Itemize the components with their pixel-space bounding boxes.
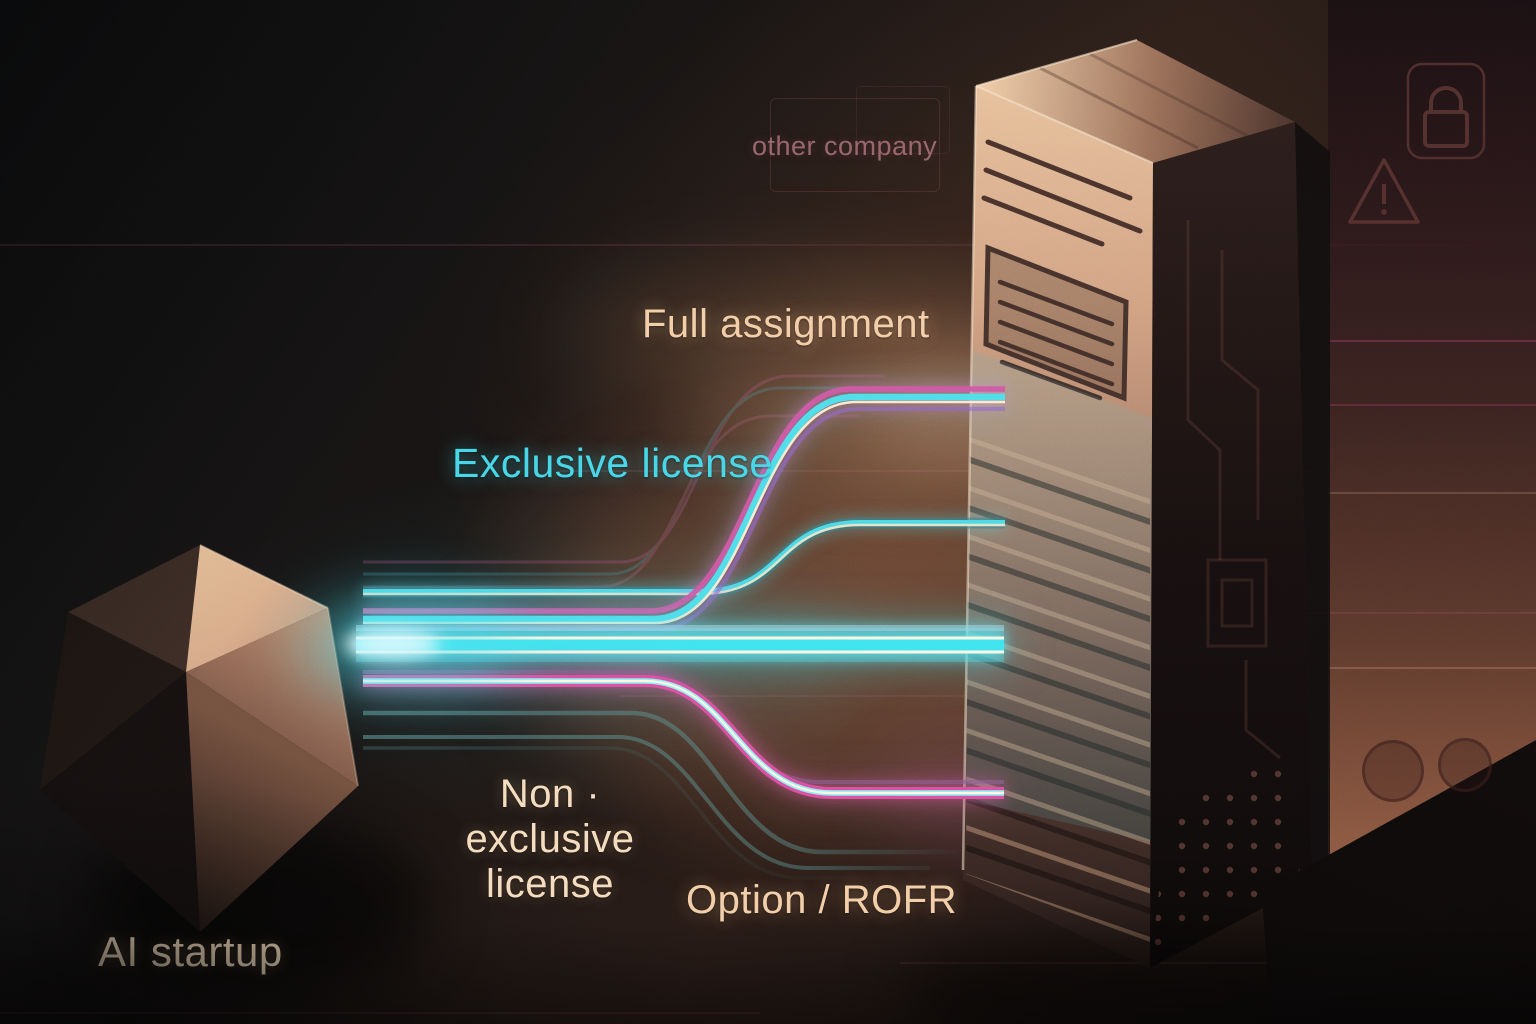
label-exclusive-license: Exclusive license [452, 440, 773, 486]
label-ai-startup: AI startup [98, 928, 283, 975]
label-non-exclusive-line1: Non · exclusive [465, 772, 635, 861]
label-non-exclusive-line2: license [485, 861, 614, 906]
warning-icon [1348, 158, 1420, 224]
label-full-assignment: Full assignment [642, 302, 930, 346]
label-non-exclusive-license: Non · exclusive license [410, 772, 690, 906]
label-option-rofr: Option / ROFR [686, 878, 958, 922]
beam-center-straight [356, 625, 1004, 662]
lock-icon [1406, 62, 1486, 160]
wall-circle [1362, 740, 1424, 802]
label-other-company: other company [752, 131, 938, 161]
wall-circle [1438, 738, 1492, 792]
beam-exclusive-license [363, 517, 1005, 598]
